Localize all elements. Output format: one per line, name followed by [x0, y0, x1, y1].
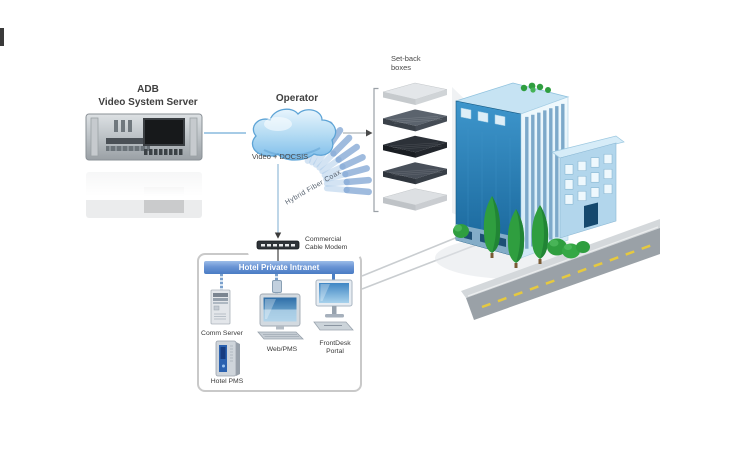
setback-box-stack [382, 82, 448, 211]
building-annex [551, 135, 625, 239]
setback-box-icon [382, 188, 448, 211]
hotel-pms-label: Hotel PMS [210, 378, 244, 385]
arrow-right-icon [366, 129, 373, 137]
setback-box-icon [383, 109, 447, 132]
interface-dongle-icon [271, 280, 282, 293]
setback-box-icon [383, 162, 447, 185]
video-server-icon [85, 113, 203, 161]
adb-server-label: ADB Video System Server [98, 84, 198, 108]
frontdesk-portal-label: FrontDesk Portal [319, 340, 351, 356]
web-pms-label: Web/PMS [266, 346, 298, 353]
link-banner-commserver [219, 274, 223, 290]
reflection-fade [84, 166, 204, 200]
frontdesk-portal-icon [313, 279, 354, 331]
edge-artifact [0, 28, 4, 46]
web-pms-icon [257, 293, 304, 340]
road [461, 219, 660, 320]
building-tower [455, 82, 570, 259]
setback-boxes-label: Set-back boxes [391, 54, 421, 73]
roof-shrubs [520, 82, 551, 93]
link-banner-frontdesk [331, 274, 335, 282]
setback-box-icon [383, 135, 447, 158]
cable-modem-icon [256, 240, 300, 250]
trees [453, 196, 590, 268]
cable-modem-label: Commercial Cable Modem [305, 236, 348, 252]
operator-sublabel: Video + DOCSIS [251, 152, 309, 161]
hotel-pms-icon [215, 340, 240, 377]
operator-label: Operator [275, 93, 319, 104]
comm-server-label: Comm Server [201, 330, 243, 337]
link-modem-banner [277, 249, 279, 262]
setback-bracket [373, 87, 379, 213]
comm-server-icon [210, 289, 231, 325]
intranet-banner: Hotel Private Intranet [204, 261, 354, 274]
tower-windows [460, 107, 506, 127]
setback-box-icon [382, 82, 448, 105]
operator-cloud-icon [251, 108, 337, 161]
arrow-down-icon [274, 232, 282, 239]
